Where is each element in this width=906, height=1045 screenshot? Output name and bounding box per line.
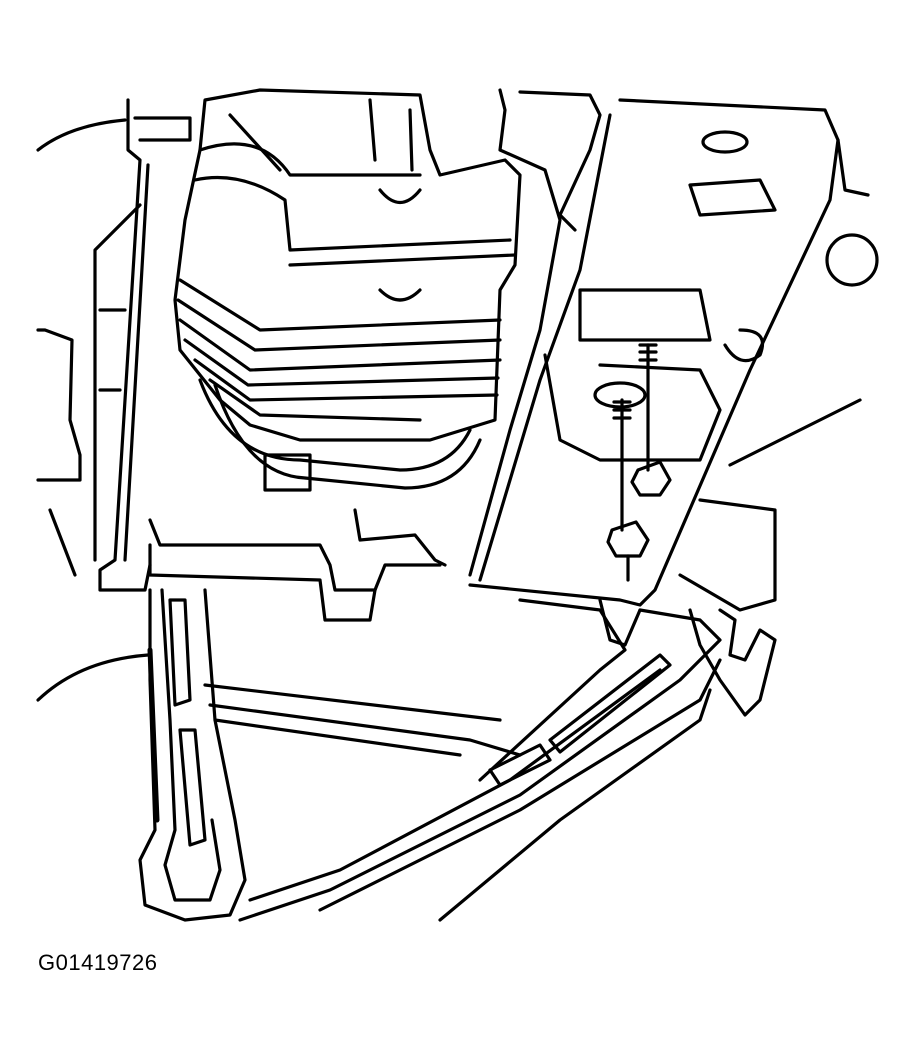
heat-shield-rib-5 xyxy=(176,298,502,352)
frame-crossbar-bottom xyxy=(208,703,522,757)
left-contour-outer xyxy=(36,328,82,482)
mount-plate-inner-edge xyxy=(478,113,612,582)
frame-diagonal-slot xyxy=(488,653,672,787)
wheel-arc-upper xyxy=(36,118,127,152)
frame-diagonal-lower xyxy=(318,658,722,912)
nut-upper xyxy=(630,460,672,497)
figure-id-label: G01419726 xyxy=(38,950,158,975)
exhaust-pipe-lower xyxy=(213,383,482,490)
frame-diagonal-link-2 xyxy=(478,598,627,782)
exhaust-pipe-upper xyxy=(198,378,472,472)
frame-rail-left xyxy=(98,98,152,592)
frame-diagonal-right xyxy=(438,688,712,922)
crossmember-ear xyxy=(353,508,447,567)
right-background-edge xyxy=(836,138,870,197)
brace-upper-left xyxy=(468,88,562,577)
left-contour-inner xyxy=(93,203,142,562)
heat-shield-rib-1 xyxy=(198,142,422,177)
crossmember-body xyxy=(148,543,377,622)
heat-shield-rib-8 xyxy=(193,358,499,402)
mount-cavity-lower xyxy=(543,353,722,462)
heat-shield-outline xyxy=(173,88,522,442)
heat-shield-rib-9 xyxy=(208,378,422,422)
stud-right-threads xyxy=(638,343,658,362)
heat-shield-rib-3 xyxy=(288,253,517,267)
frame-lower-left-inner xyxy=(160,588,222,902)
right-mount-foot xyxy=(688,608,777,717)
right-background-bracket xyxy=(678,498,777,612)
frame-rail-left-top xyxy=(133,116,192,142)
frame-rail-left-inner xyxy=(123,163,150,562)
heat-shield-top-notch xyxy=(378,188,422,302)
frame-crossbar-top xyxy=(203,683,502,722)
mount-cavity-hole xyxy=(593,381,647,409)
frame-diagonal-inner xyxy=(248,668,662,902)
heat-shield-rib-6 xyxy=(178,318,502,372)
mount-cavity xyxy=(578,288,712,342)
right-background-hole xyxy=(825,233,879,287)
frame-diagonal-outer xyxy=(238,608,722,922)
stud-left-threads xyxy=(612,400,632,420)
mount-plate-tab xyxy=(688,178,777,217)
line-art-illustration xyxy=(36,88,879,922)
heat-shield-rib-7 xyxy=(183,338,500,387)
left-contour-mid xyxy=(48,308,127,577)
frame-lower-left-slot xyxy=(168,598,207,847)
pipe-clamp xyxy=(263,453,312,492)
brace-upper-left-2 xyxy=(518,90,602,232)
mount-plate-slot-hole xyxy=(701,130,749,154)
wheel-arc-lower xyxy=(36,653,150,702)
heat-shield-top-fold xyxy=(228,98,414,172)
right-background-line xyxy=(728,398,862,467)
mount-plate-outline xyxy=(468,98,840,607)
heat-shield-rib-2 xyxy=(193,176,512,252)
crossmember-top xyxy=(148,518,442,592)
frame-lower-left-hatch xyxy=(147,647,160,823)
mount-plate-lug xyxy=(723,328,765,363)
frame-crossbar-inner xyxy=(213,718,462,757)
nut-lower xyxy=(606,520,650,558)
heat-shield-rib-4 xyxy=(178,278,502,332)
